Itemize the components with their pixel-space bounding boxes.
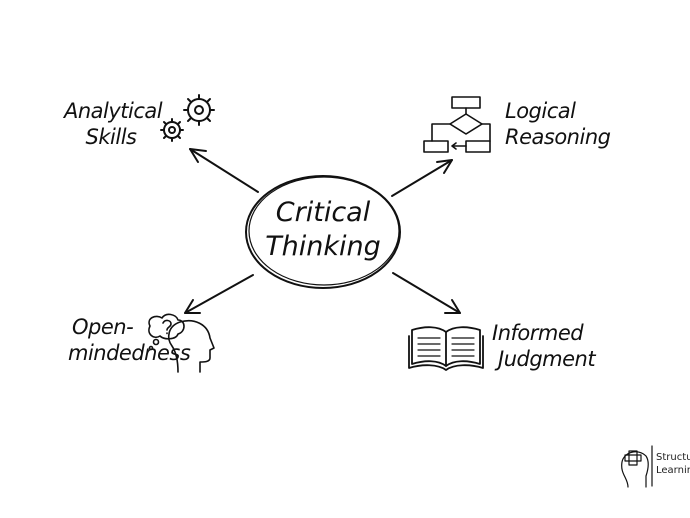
node-analytical-skills: Analytical Skills: [64, 98, 163, 150]
center-ellipse: [245, 175, 401, 289]
node-label-line1: Informed: [492, 321, 584, 345]
flowchart-icon: [423, 96, 491, 153]
central-topic-line1: Critical: [275, 197, 371, 228]
central-topic-line2: Thinking: [265, 231, 381, 262]
node-label-line2: Judgment: [498, 347, 596, 371]
thinking-head-icon: [148, 313, 215, 373]
logo-line2: Learning: [656, 465, 690, 476]
node-label-line1: Logical: [505, 99, 576, 123]
node-label-line2: mindedness: [68, 341, 191, 365]
arrow-to-analytical-skills: [189, 148, 259, 193]
arrow-to-logical-reasoning: [391, 159, 453, 197]
node-informed-judgment: Informed Judgment: [492, 320, 596, 372]
logo-line1: Structural: [656, 452, 690, 463]
central-topic: Critical Thinking: [246, 196, 400, 264]
node-label-line1: Open-: [72, 315, 134, 339]
node-label-line1: Analytical: [64, 99, 163, 123]
gears-icon: [160, 94, 215, 142]
logo-text: Structural Learning: [656, 451, 690, 477]
node-label-line2: Reasoning: [505, 125, 611, 149]
node-logical-reasoning: Logical Reasoning: [505, 98, 611, 150]
structural-learning-logo: [621, 445, 653, 488]
arrow-to-open-mindedness: [184, 274, 254, 314]
node-label-line2: Skills: [85, 125, 137, 149]
open-book-icon: [408, 326, 484, 371]
node-open-mindedness: Open- mindedness: [68, 314, 191, 366]
arrow-to-informed-judgment: [392, 272, 461, 314]
